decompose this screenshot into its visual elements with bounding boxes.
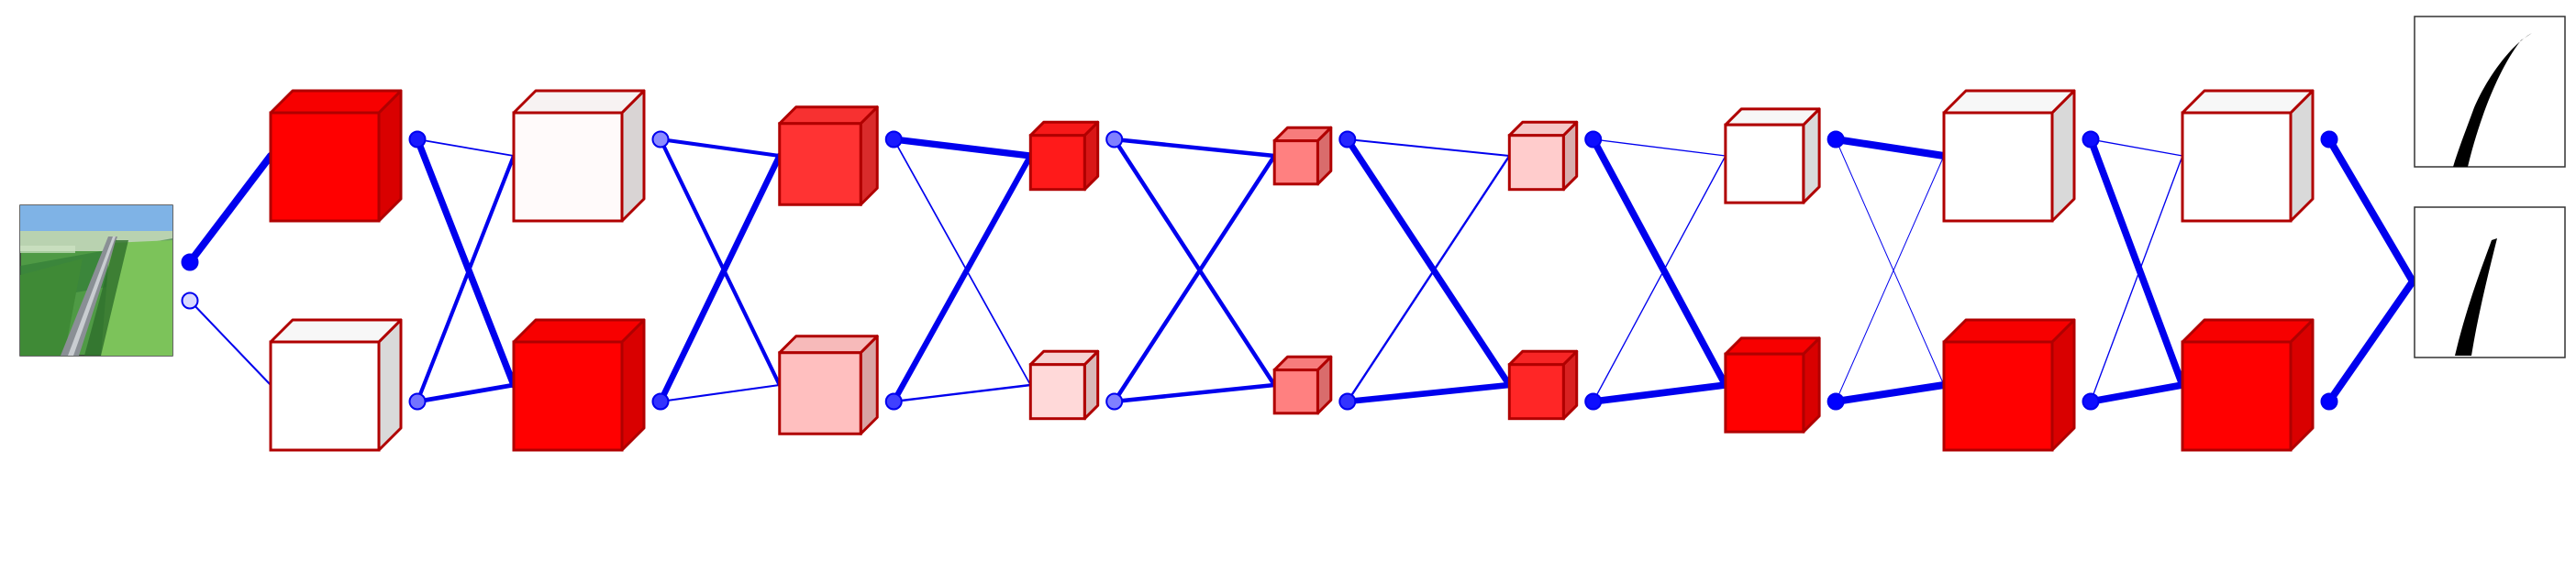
connection-20 (1344, 136, 1513, 389)
gate-node-stage-6-bottom (1338, 392, 1357, 411)
gate-node-stage-7-bottom (1584, 392, 1603, 411)
connection-26 (1589, 381, 1729, 405)
cube-stage-6-bottom (1507, 349, 1579, 421)
cube-stage-9-bottom (2181, 318, 2315, 452)
gate-node-stage-2-top (408, 130, 427, 148)
connection-6 (415, 382, 516, 404)
cube-stage-3-bottom (778, 335, 879, 435)
connection-29 (1835, 155, 1945, 402)
connection-32 (2087, 136, 2186, 389)
cube-stage-8-bottom (1942, 318, 2076, 452)
gate-node-stage-5-top (1105, 130, 1124, 148)
gate-node-stage-9-bottom (2082, 392, 2100, 411)
gate-node-stage-3-top (651, 130, 670, 148)
gate-node-stage-4-top (884, 130, 903, 148)
gate-node-stage-10-top (2320, 130, 2338, 148)
connection-7 (658, 137, 782, 159)
connection-13 (891, 152, 1034, 405)
connection-31 (2090, 138, 2183, 157)
cube-stage-8-top (1942, 89, 2076, 223)
cube-stage-4-bottom (1028, 349, 1100, 421)
connection-10 (659, 383, 781, 403)
cube-stage-2-bottom (512, 318, 646, 452)
connection-14 (893, 383, 1032, 403)
gate-node-stage-1-top (181, 253, 199, 271)
cube-stage-7-top (1724, 107, 1821, 204)
connection-22 (1344, 381, 1513, 405)
cube-stage-7-bottom (1724, 336, 1821, 434)
gate-node-stage-8-top (1827, 130, 1845, 148)
gate-node-stage-2-bottom (408, 392, 427, 411)
cube-stage-4-top (1028, 120, 1100, 192)
connection-15 (1112, 137, 1277, 159)
connection-2 (188, 299, 272, 387)
connection-9 (657, 152, 783, 405)
gate-node-stage-10-bottom (2320, 392, 2338, 411)
connection-19 (1346, 138, 1511, 158)
connection-23 (1593, 138, 1727, 157)
gate-node-stage-3-bottom (651, 392, 670, 411)
connection-11 (890, 136, 1034, 160)
connection-33 (2090, 155, 2183, 402)
connection-12 (893, 138, 1032, 386)
connection-21 (1346, 154, 1511, 403)
connection-27 (1832, 136, 1948, 160)
connection-18 (1112, 382, 1277, 404)
connection-4 (414, 136, 517, 389)
connection-8 (658, 137, 782, 388)
connection-34 (2087, 381, 2186, 405)
connection-17 (1112, 153, 1277, 404)
gate-node-stage-8-bottom (1827, 392, 1845, 411)
gate-nodes (181, 130, 2338, 411)
connection-16 (1112, 137, 1277, 388)
cube-stage-1-bottom (269, 318, 403, 452)
connection-36 (2326, 278, 2416, 405)
connection-25 (1593, 155, 1727, 402)
cube-stage-1-top (269, 89, 403, 223)
gate-node-stage-5-bottom (1105, 392, 1124, 411)
connection-1 (186, 152, 274, 266)
gate-node-stage-4-bottom (884, 392, 903, 411)
connection-5 (415, 153, 516, 404)
cube-stage-3-top (778, 105, 879, 206)
connection-30 (1832, 381, 1948, 405)
connection-35 (2326, 136, 2416, 285)
cube-stage-5-top (1272, 126, 1333, 186)
feature-cubes (269, 89, 2315, 452)
cube-stage-9-top (2181, 89, 2315, 223)
cube-stage-2-top (512, 89, 646, 223)
output-image-bottom (2414, 206, 2566, 358)
gate-node-stage-6-top (1338, 130, 1357, 148)
output-image-top (2414, 16, 2566, 168)
input-image (19, 204, 173, 357)
gate-node-stage-1-bottom (181, 292, 199, 310)
connections (186, 136, 2416, 405)
connection-28 (1835, 138, 1945, 386)
gate-node-stage-7-top (1584, 130, 1603, 148)
gate-node-stage-9-top (2082, 130, 2100, 148)
cube-stage-6-top (1507, 120, 1579, 192)
connection-3 (416, 138, 515, 157)
cube-stage-5-bottom (1272, 355, 1333, 415)
connection-24 (1589, 136, 1729, 389)
